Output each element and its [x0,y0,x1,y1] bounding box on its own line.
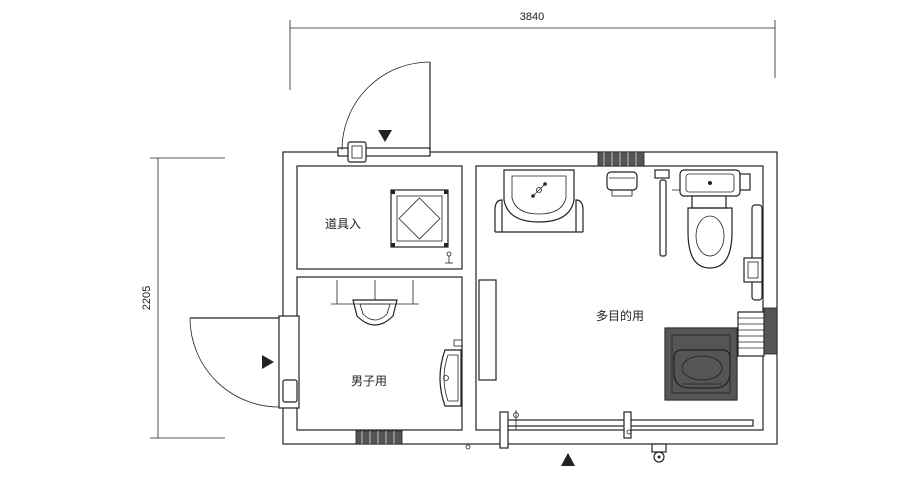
dimension-width-label: 3840 [520,11,544,23]
faucet-icon [445,251,453,264]
room-label-multipurpose: 多目的用 [596,308,644,323]
grab-bar-vertical [654,169,670,257]
entrance-arrow-bottom-icon [561,453,575,466]
toilet [672,169,751,269]
changing-unit [664,327,738,401]
storage-cabinet [390,189,449,248]
outer-wall [282,151,778,445]
mens-door [189,315,300,409]
storage-door [337,61,431,163]
entrance-arrow-left-icon [262,355,274,369]
entrance-arrow-top-icon [378,130,392,142]
storage-room-wall [296,165,463,270]
room-label-mens: 男子用 [351,374,387,388]
grab-bar-wall [743,204,763,301]
dimension-height-label: 2205 [141,286,153,310]
dimension-height: 2205 [141,157,225,439]
sliding-door [499,410,754,449]
accessory-holder [606,171,638,197]
vent-bottom [355,430,403,445]
vent-right [737,307,778,357]
urinal [331,280,419,326]
room-label-storage: 道具入 [325,217,361,231]
partition-panel [478,279,497,381]
vent-top [597,151,645,167]
dimension-width: 3840 [289,11,776,90]
caster-wheel [651,443,667,463]
multipurpose-washbasin [494,169,584,233]
mens-washbasin [439,339,463,407]
caster-small [465,444,471,450]
